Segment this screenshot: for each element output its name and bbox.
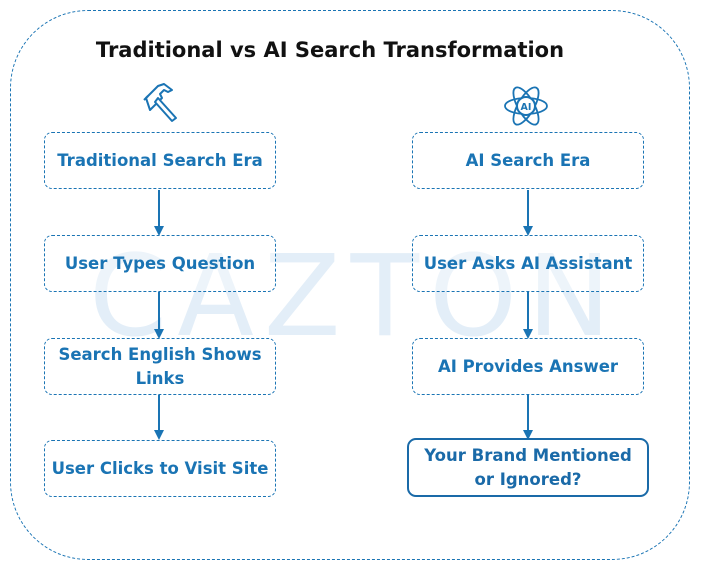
node-user-asks-ai: User Asks AI Assistant	[412, 235, 644, 292]
watermark: CAZTON	[89, 232, 621, 362]
hammer-icon	[143, 83, 177, 122]
ai-icon-label: AI	[521, 102, 532, 113]
node-ai-search-era: AI Search Era	[412, 132, 644, 189]
node-user-types-question: User Types Question	[44, 235, 276, 292]
ai-atom-icon: AI	[504, 86, 548, 126]
node-ai-provides-answer: AI Provides Answer	[412, 338, 644, 395]
diagram-title: Traditional vs AI Search Transformation	[95, 38, 565, 62]
node-search-shows-links: Search English Shows Links	[44, 338, 276, 395]
node-user-clicks-site: User Clicks to Visit Site	[44, 440, 276, 497]
node-brand-mentioned: Your Brand Mentioned or Ignored?	[407, 438, 649, 497]
outer-frame	[10, 10, 690, 560]
node-traditional-search-era: Traditional Search Era	[44, 132, 276, 189]
